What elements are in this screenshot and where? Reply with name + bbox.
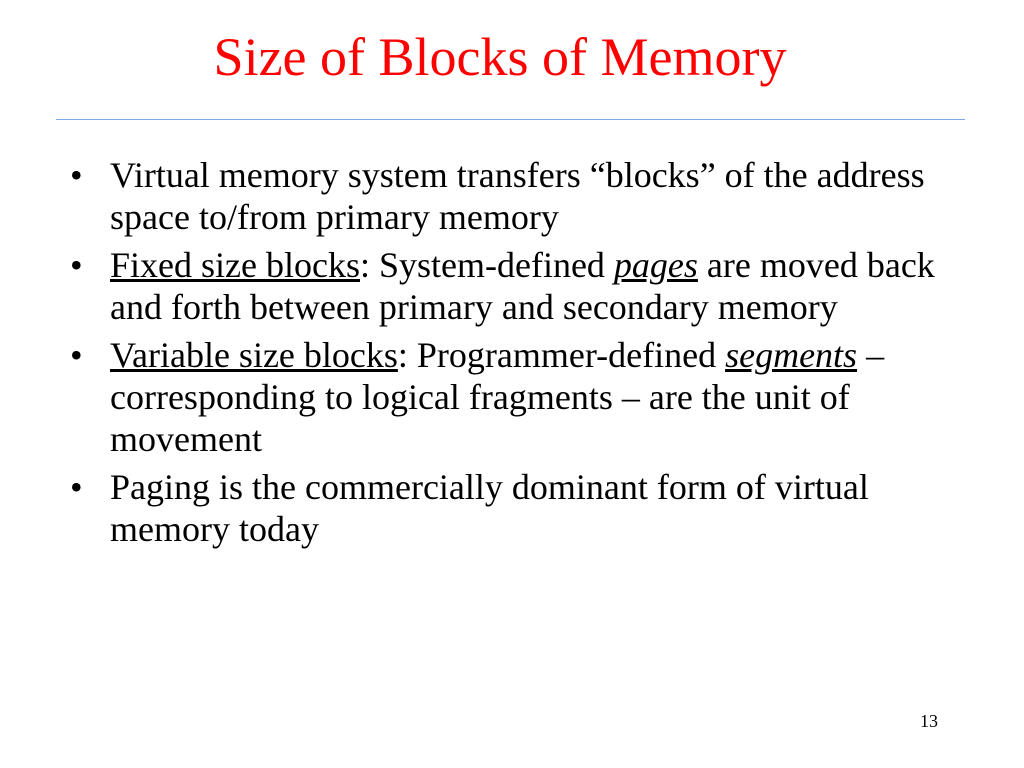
- bullet-glyph: •: [70, 155, 83, 195]
- bullet-text: : Programmer-defined: [397, 335, 726, 375]
- bullet-text: Virtual memory system transfers “blocks”…: [110, 155, 925, 237]
- bullet-glyph: •: [70, 245, 83, 285]
- bullet-text: are moved back and forth between primary…: [110, 245, 935, 327]
- bullet-item-virtual-memory: • Virtual memory system transfers “block…: [70, 154, 970, 238]
- title-divider: [56, 119, 965, 120]
- bullet-text: – corresponding to logical fragments – a…: [110, 335, 885, 459]
- page-number: 13: [920, 711, 938, 731]
- bullet-text: Paging is the commercially dominant form…: [110, 467, 869, 549]
- slide-title: Size of Blocks of Memory: [213, 27, 787, 87]
- bullet-emphasis: segments: [725, 335, 858, 375]
- bullet-item-paging: • Paging is the commercially dominant fo…: [70, 466, 970, 550]
- bullet-glyph: •: [70, 335, 83, 375]
- bullet-item-variable-size-blocks: • Variable size blocks: Programmer-defin…: [70, 334, 970, 460]
- bullet-item-fixed-size-blocks: • Fixed size blocks: System-defined page…: [70, 244, 970, 328]
- bullet-term: Fixed size blocks: [110, 245, 360, 285]
- bullet-list: • Virtual memory system transfers “block…: [70, 154, 970, 556]
- bullet-glyph: •: [70, 467, 83, 507]
- bullet-term: Variable size blocks: [110, 335, 398, 375]
- bullet-text: : System-defined: [359, 245, 614, 285]
- bullet-emphasis: pages: [613, 245, 698, 285]
